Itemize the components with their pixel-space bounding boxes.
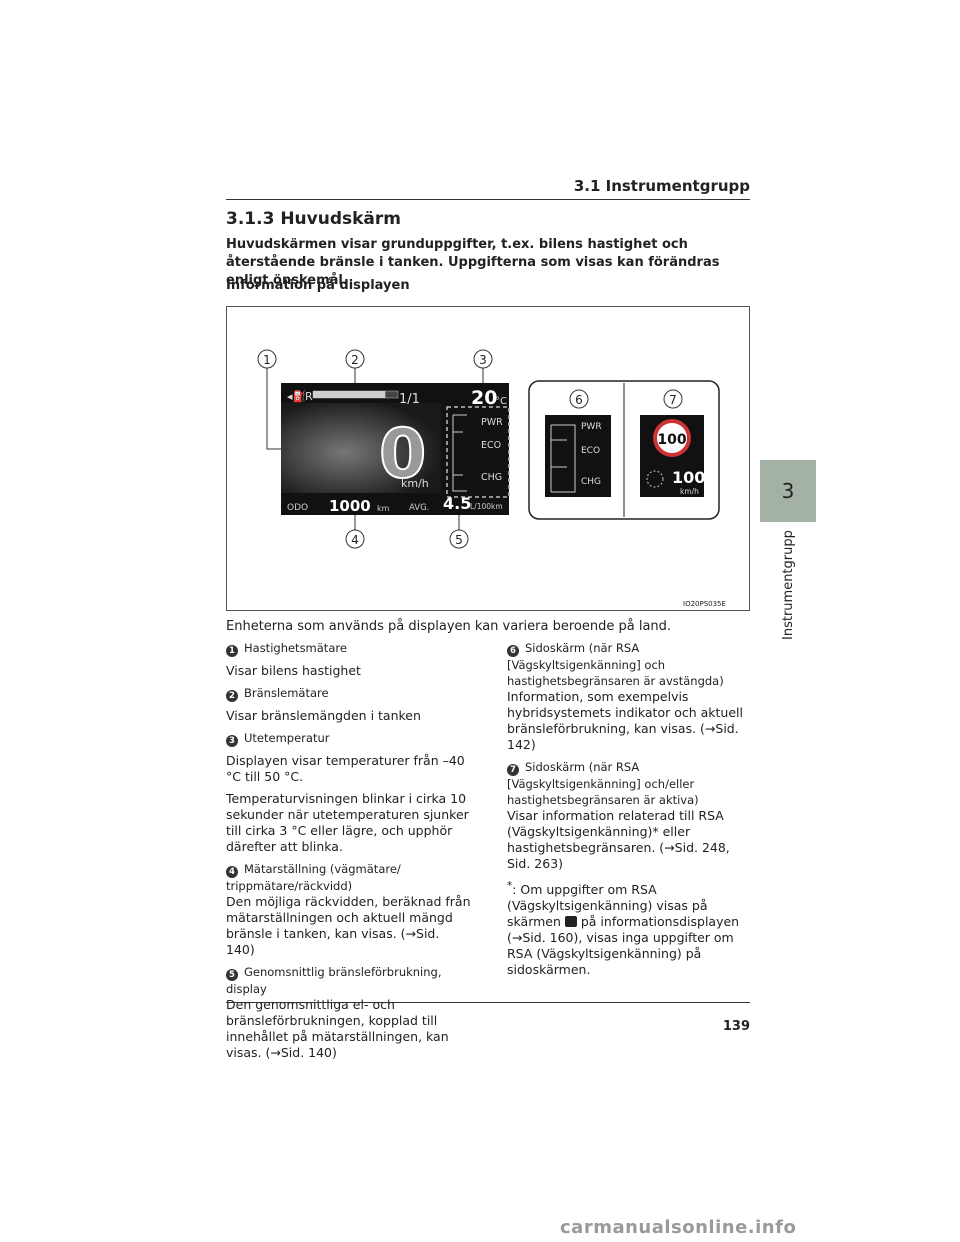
side6-label-pwr: PWR [581, 422, 602, 432]
display-illustration: ◂⛽ R 1/1 20 °C PWR ECO CHG 0 km/h ODO 10… [257, 349, 726, 608]
figure-code: IO20PS035E [683, 600, 726, 608]
subheading: Information på displayen [226, 278, 410, 293]
gear-indicator: R [305, 390, 313, 403]
running-header: 3.1 Instrumentgrupp [573, 177, 750, 195]
page-number: 139 [722, 1019, 750, 1034]
info-display-icon [564, 916, 577, 928]
footnote-marker: * [507, 880, 513, 892]
avg-label: AVG. [409, 503, 429, 513]
footnote: *: Om uppgifter om RSA (Vägskyltsigenkän… [507, 878, 752, 978]
item-label: Genomsnittlig bränsleförbrukning, displa… [226, 965, 442, 996]
speed-limit-value: 100 [672, 468, 705, 487]
callout-1: 1 [263, 353, 271, 367]
item-number-5: 5 [226, 969, 238, 981]
item-1: 1 Hastighetsmätare [226, 640, 471, 657]
display-figure: ◂⛽ R 1/1 20 °C PWR ECO CHG 0 km/h ODO 10… [226, 306, 750, 611]
outside-temperature: 20 [471, 387, 497, 409]
speed-limiter-icon [646, 470, 664, 488]
item-label: Hastighetsmätare [244, 641, 347, 655]
footer-rule [226, 1002, 750, 1003]
chapter-tab-label: Instrumentgrupp [761, 530, 796, 640]
section-title: 3.1.3 Huvudskärm [226, 209, 401, 229]
intro-text: Huvudskärmen visar grunduppgifter, t.ex.… [226, 237, 720, 288]
callout-4: 4 [351, 533, 359, 547]
figure-caption: Enheterna som används på displayen kan v… [226, 619, 672, 634]
watermark: carmanualsonline.info [560, 1217, 797, 1238]
item-body: Displayen visar temperaturer från –40 °C… [226, 753, 465, 784]
chapter-tab: 3 [760, 460, 816, 522]
temperature-unit: °C [495, 396, 507, 407]
speedometer-value: 0 [379, 415, 426, 494]
speed-sign-value: 100 [657, 432, 686, 448]
callout-2: 2 [351, 353, 359, 367]
odo-label: ODO [287, 503, 308, 513]
item-label: Sidoskärm (när RSA [Vägskyltsigenkänning… [507, 641, 724, 688]
odo-value: 1000 [329, 497, 371, 515]
item-label: Mätarställning (vägmätare/ trippmätare/r… [226, 862, 401, 893]
item-body: Den möjliga räckvidden, beräknad från mä… [226, 894, 471, 957]
speed-limit-unit: km/h [680, 487, 699, 496]
fuel-pump-icon: ◂⛽ [287, 390, 307, 403]
side-screen-6 [545, 415, 611, 497]
odo-unit: km [377, 504, 390, 513]
side6-label-eco: ECO [581, 446, 600, 456]
speed-unit: km/h [401, 477, 429, 490]
fuel-full-mark: 1/1 [399, 392, 420, 407]
item-label: Utetemperatur [244, 731, 330, 745]
chapter-tab-text: Instrumentgrupp [781, 530, 796, 640]
item-number-4: 4 [226, 866, 238, 878]
item-body: Information, som exempelvis hybridsystem… [507, 689, 743, 752]
item-number-3: 3 [226, 735, 238, 747]
item-3: 3 Utetemperatur [226, 730, 471, 747]
avg-consumption-unit: L/100km [470, 502, 503, 511]
item-body: Visar bränslemängden i tanken [226, 708, 421, 723]
item-body: Den genomsnittliga el- och bränsleförbru… [226, 997, 449, 1060]
speed-sign-icon [653, 419, 691, 457]
callout-7: 7 [669, 393, 677, 407]
item-label: Sidoskärm (när RSA [Vägskyltsigenkänning… [507, 760, 699, 807]
item-body: Visar information relaterad till RSA (Vä… [507, 808, 730, 871]
footnote-text-before: : Om uppgifter om RSA (Vägskyltsigenkänn… [507, 882, 708, 930]
item-label: Bränslemätare [244, 686, 329, 700]
item-number-2: 2 [226, 690, 238, 702]
hybrid-label-eco: ECO [481, 440, 501, 451]
item-body: Temperaturvisningen blinkar i cirka 10 s… [226, 791, 469, 854]
side6-label-chg: CHG [581, 477, 601, 487]
item-body: Visar bilens hastighet [226, 663, 361, 678]
fuel-gauge-fill [313, 391, 386, 398]
avg-consumption-value: 4.5 [443, 494, 471, 513]
left-column: 1 Hastighetsmätare Visar bilens hastighet… [226, 640, 471, 1067]
item-number-6: 6 [507, 645, 519, 657]
hybrid-label-pwr: PWR [481, 417, 503, 428]
hybrid-label-chg: CHG [481, 472, 502, 483]
item-number-1: 1 [226, 645, 238, 657]
header-rule [226, 199, 750, 200]
callout-6: 6 [575, 393, 583, 407]
callout-5: 5 [455, 533, 463, 547]
item-2: 2 Bränslemätare [226, 685, 471, 702]
callout-3: 3 [479, 353, 487, 367]
item-number-7: 7 [507, 764, 519, 776]
footnote-text-after: på informationsdisplayen (→Sid. 160), vi… [507, 914, 740, 978]
